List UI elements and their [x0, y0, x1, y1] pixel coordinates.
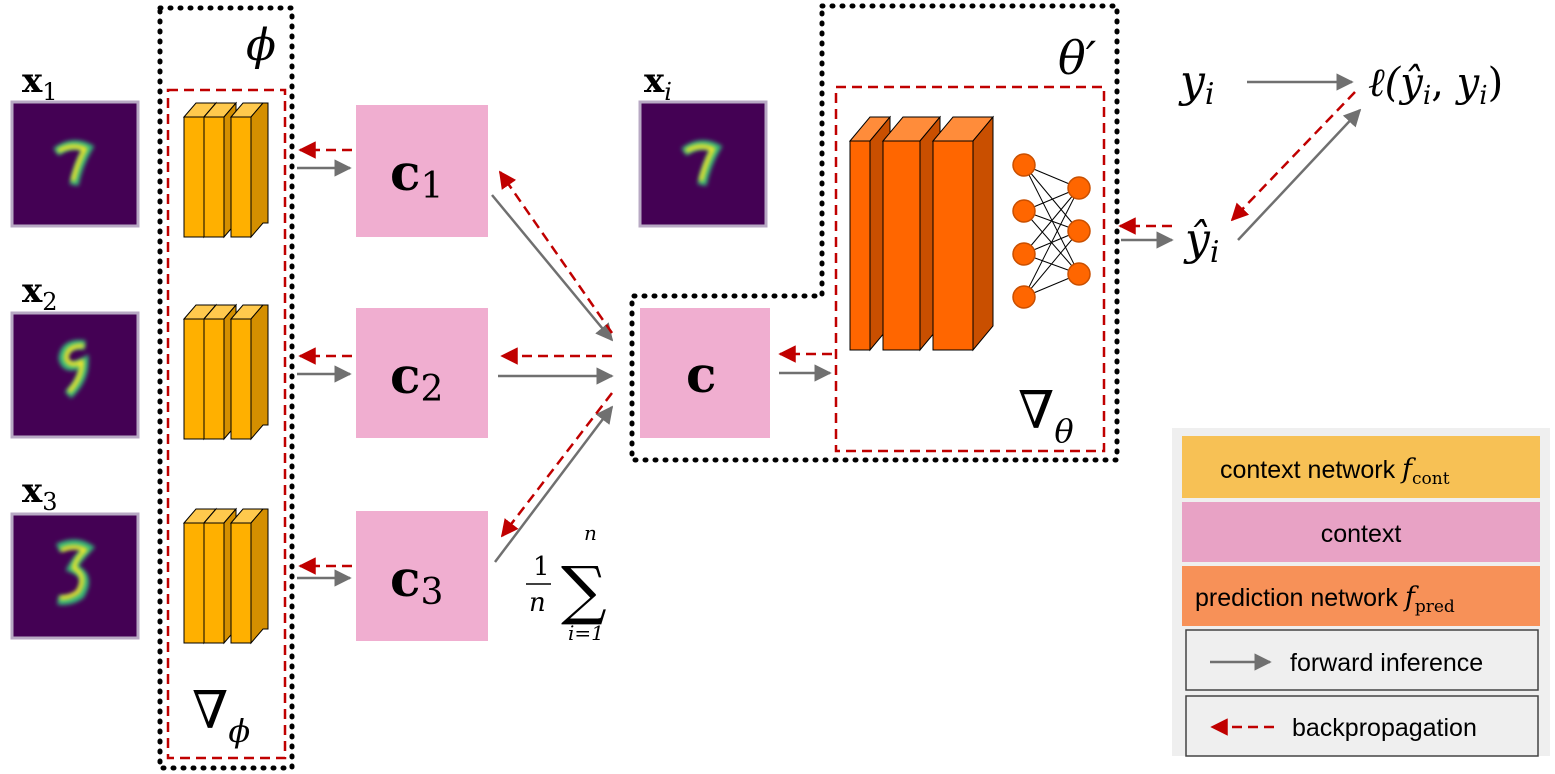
input-image-1	[10, 100, 140, 228]
theta-param-label: θ′	[1058, 31, 1097, 85]
loss-label: ℓ(ŷi, yi)	[1368, 60, 1503, 111]
input-image-3	[10, 512, 140, 640]
context-network-layers-2	[183, 304, 269, 440]
context-label-3: c3	[390, 549, 443, 613]
mean-formula: 1 n n ∑ i=1	[526, 521, 607, 645]
svg-text:1: 1	[533, 552, 550, 582]
phi-grad-dashed-box	[166, 88, 287, 760]
backward-arrows	[298, 91, 1356, 575]
legend-backward-box	[1185, 695, 1539, 757]
context-network-layers-3	[183, 508, 269, 644]
phi-param-label: ϕ	[246, 20, 276, 71]
input-label-2: x2	[22, 271, 58, 316]
theta-params-dotted-outline	[629, 3, 1120, 463]
legend-context-network-swatch	[1182, 436, 1540, 498]
input-label-1: x1	[22, 61, 58, 106]
svg-text:n: n	[529, 588, 546, 618]
svg-text:n: n	[584, 521, 597, 545]
prediction-network-layers	[848, 115, 995, 352]
phi-params-dotted-box	[157, 5, 295, 771]
query-label: xi	[644, 61, 672, 106]
forward-arrows	[297, 73, 1362, 587]
input-image-2	[10, 311, 140, 439]
phi-grad-label: ∇ϕ	[192, 681, 250, 750]
aggregate-context-label: c	[686, 345, 716, 404]
legend-context-network-label: context network fcont	[1220, 454, 1450, 489]
context-network-layers-1	[182, 101, 269, 239]
bwd-loss-yhat	[1230, 91, 1356, 222]
legend-prediction-network-swatch	[1182, 566, 1540, 626]
legend-backward-label: backpropagation	[1292, 714, 1477, 742]
theta-grad-dashed-box	[834, 85, 1106, 453]
input-label-3: x3	[22, 471, 58, 516]
legend-forward-box	[1185, 629, 1539, 691]
legend: context network fcont context prediction…	[1172, 428, 1550, 757]
context-box-1	[356, 105, 488, 237]
fwd-c1-c	[491, 194, 614, 342]
context-label-2: c2	[390, 346, 443, 410]
context-label-1: c1	[390, 143, 443, 207]
legend-forward-label: forward inference	[1290, 649, 1483, 677]
legend-context-swatch	[1182, 502, 1540, 562]
bwd-c-c3	[500, 392, 613, 538]
svg-text:i=1: i=1	[568, 621, 604, 645]
fwd-yhat-loss	[1237, 108, 1362, 241]
target-label: yi	[1178, 56, 1214, 112]
query-image	[638, 100, 768, 228]
context-box-2	[356, 308, 488, 438]
bwd-c-c1	[498, 170, 614, 334]
mlp-network	[1012, 153, 1091, 309]
theta-grad-label: ∇θ	[1018, 381, 1074, 450]
aggregate-context-box	[640, 308, 770, 438]
svg-text:∑: ∑	[561, 554, 607, 628]
legend-context-label: context	[1321, 520, 1402, 548]
context-box-3	[356, 511, 488, 641]
prediction-label: ŷi	[1183, 214, 1219, 270]
